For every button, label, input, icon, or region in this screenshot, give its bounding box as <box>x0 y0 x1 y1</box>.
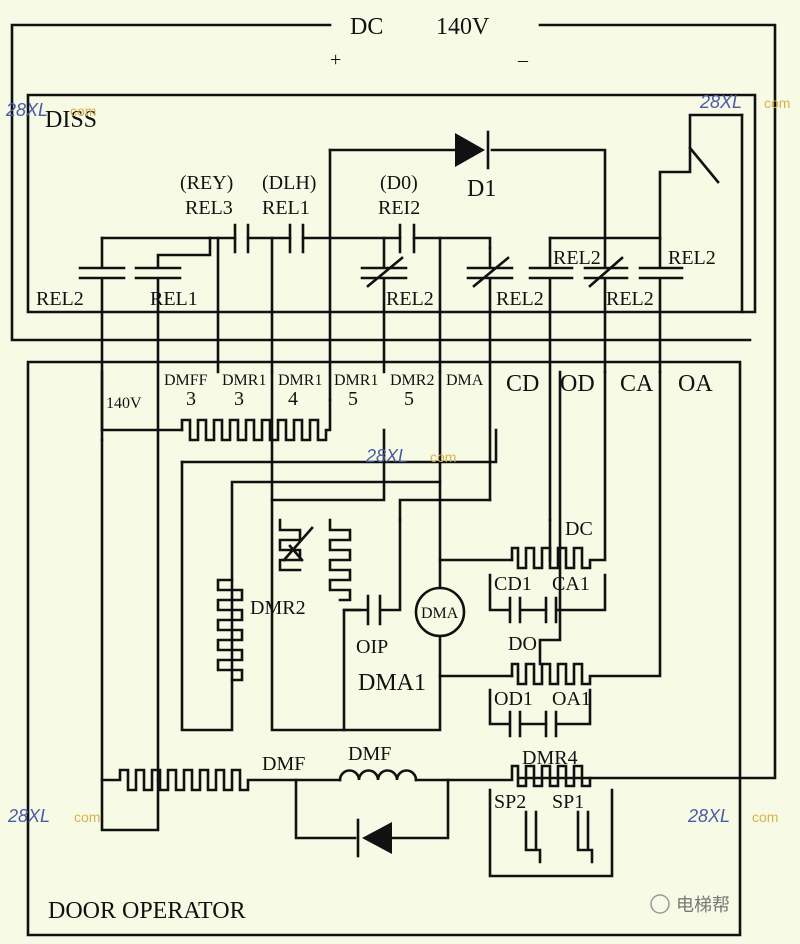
dmr2-wiring <box>180 370 498 732</box>
dma-motor <box>342 480 514 732</box>
contact-rel2-make-e <box>638 236 684 374</box>
terminal-dmff-3-name: DMFF <box>164 372 208 389</box>
rel2-c-label: REL2 <box>553 247 601 269</box>
contact-rel2-break-a <box>360 236 408 374</box>
terminal-strip <box>100 370 184 432</box>
do-label: DO <box>508 633 537 655</box>
svg-text:28XL: 28XL <box>5 100 48 120</box>
rel1-left-label: REL1 <box>150 288 198 310</box>
dmr2-resistor <box>216 518 352 682</box>
diss-label: DISS <box>45 107 97 133</box>
svg-text:28XL: 28XL <box>365 446 408 466</box>
contact-rel2-left <box>78 236 126 442</box>
terminal-140v: 140V <box>106 395 142 412</box>
watermark-top-left: 28XL com <box>5 100 96 120</box>
svg-text:电梯帮: 电梯帮 <box>676 895 730 916</box>
terminal-dmr1-4-name: DMR1 <box>278 372 322 389</box>
supply-voltage-label: 140V <box>436 14 490 40</box>
terminal-dmr1-3-name: DMR1 <box>222 372 266 389</box>
svg-text:com: com <box>430 449 456 465</box>
dmr2-label: DMR2 <box>250 597 306 619</box>
rey-label: (REY) <box>180 172 233 194</box>
contact-rel3 <box>233 223 250 254</box>
contact-rei2 <box>398 223 416 254</box>
cd1-label: CD1 <box>494 573 532 595</box>
watermark-top-right: 28XL com <box>699 92 790 112</box>
ca1-label: CA1 <box>552 573 590 595</box>
terminal-dmr1-5-name: DMR1 <box>334 372 378 389</box>
sp2-label: SP2 <box>494 791 526 813</box>
svg-text:28XL: 28XL <box>687 806 730 826</box>
watermark-bottom-left: 28XL com <box>7 806 100 826</box>
watermark-bottom-right: 28XL com <box>687 806 778 826</box>
svg-text:com: com <box>764 95 790 111</box>
dmf-coil-label: DMF <box>348 743 391 765</box>
diss-to-terminals-wiring <box>216 113 744 402</box>
rel3-label: REL3 <box>185 197 233 219</box>
oip-label: OIP <box>356 636 388 658</box>
terminal-dmr1-4-num: 4 <box>288 388 298 410</box>
brand-watermark: 电梯帮 <box>650 894 730 916</box>
svg-text:28XL: 28XL <box>699 92 742 112</box>
terminal-cd: CD <box>506 371 539 397</box>
d1-label: D1 <box>467 176 496 202</box>
dc-supply-wiring <box>10 23 777 780</box>
door-operator-frame <box>26 360 742 937</box>
terminal-dmff-3-num: 3 <box>186 388 196 410</box>
terminal-dmr2-5-num: 5 <box>404 388 414 410</box>
rel2-d-label: REL2 <box>606 288 654 310</box>
dma1-label: DMA1 <box>358 670 426 696</box>
door-operator-label: DOOR OPERATOR <box>48 898 246 924</box>
contact-rel2-break-b <box>466 246 514 502</box>
d1-diode <box>328 130 607 240</box>
terminal-dmr2-5-name: DMR2 <box>390 372 434 389</box>
svg-text:com: com <box>752 809 778 825</box>
rel1-top-label: REL1 <box>262 197 310 219</box>
supply-dc-label: DC <box>350 14 383 40</box>
dmf-branch <box>100 438 514 858</box>
od1-label: OD1 <box>494 688 533 710</box>
d0-label: (D0) <box>380 172 418 194</box>
rel2-b-label: REL2 <box>496 288 544 310</box>
terminal-ca: CA <box>620 371 654 397</box>
do-relay-block <box>488 370 662 738</box>
dlh-label: (DLH) <box>262 172 316 194</box>
contact-rel1-left <box>134 236 212 782</box>
svg-text:28XL: 28XL <box>7 806 50 826</box>
rel2-a-label: REL2 <box>386 288 434 310</box>
supply-minus-label: – <box>517 49 529 71</box>
oip-contact <box>342 518 402 626</box>
terminal-oa: OA <box>678 371 713 397</box>
dmr4-block <box>488 764 614 878</box>
dc-label: DC <box>565 518 593 540</box>
terminal-od: OD <box>560 371 595 397</box>
dma-label: DMA <box>421 605 459 622</box>
rei2-label: REI2 <box>378 197 420 219</box>
dmr4-label: DMR4 <box>522 747 578 769</box>
svg-text:com: com <box>70 103 96 119</box>
terminal-dmr1-3-num: 3 <box>234 388 244 410</box>
contact-rel2-make-c <box>528 236 574 522</box>
supply-plus-label: + <box>330 49 341 71</box>
terminal-dmr1-5-num: 5 <box>348 388 358 410</box>
watermark-center: 28XL com <box>365 446 456 466</box>
svg-text:com: com <box>74 809 100 825</box>
dmf-resistor-label: DMF <box>262 753 305 775</box>
rel2-e-label: REL2 <box>668 247 716 269</box>
dc-relay-block <box>488 370 607 624</box>
contact-rel2-break-d <box>583 236 629 374</box>
diss-switch <box>658 113 744 240</box>
sp1-label: SP1 <box>552 791 584 813</box>
contact-rel1 <box>288 223 305 254</box>
oa1-label: OA1 <box>552 688 591 710</box>
rel2-left-label: REL2 <box>36 288 84 310</box>
diss-frame <box>26 93 757 314</box>
terminal-dma: DMA <box>446 372 484 389</box>
top-resistor <box>180 398 332 442</box>
